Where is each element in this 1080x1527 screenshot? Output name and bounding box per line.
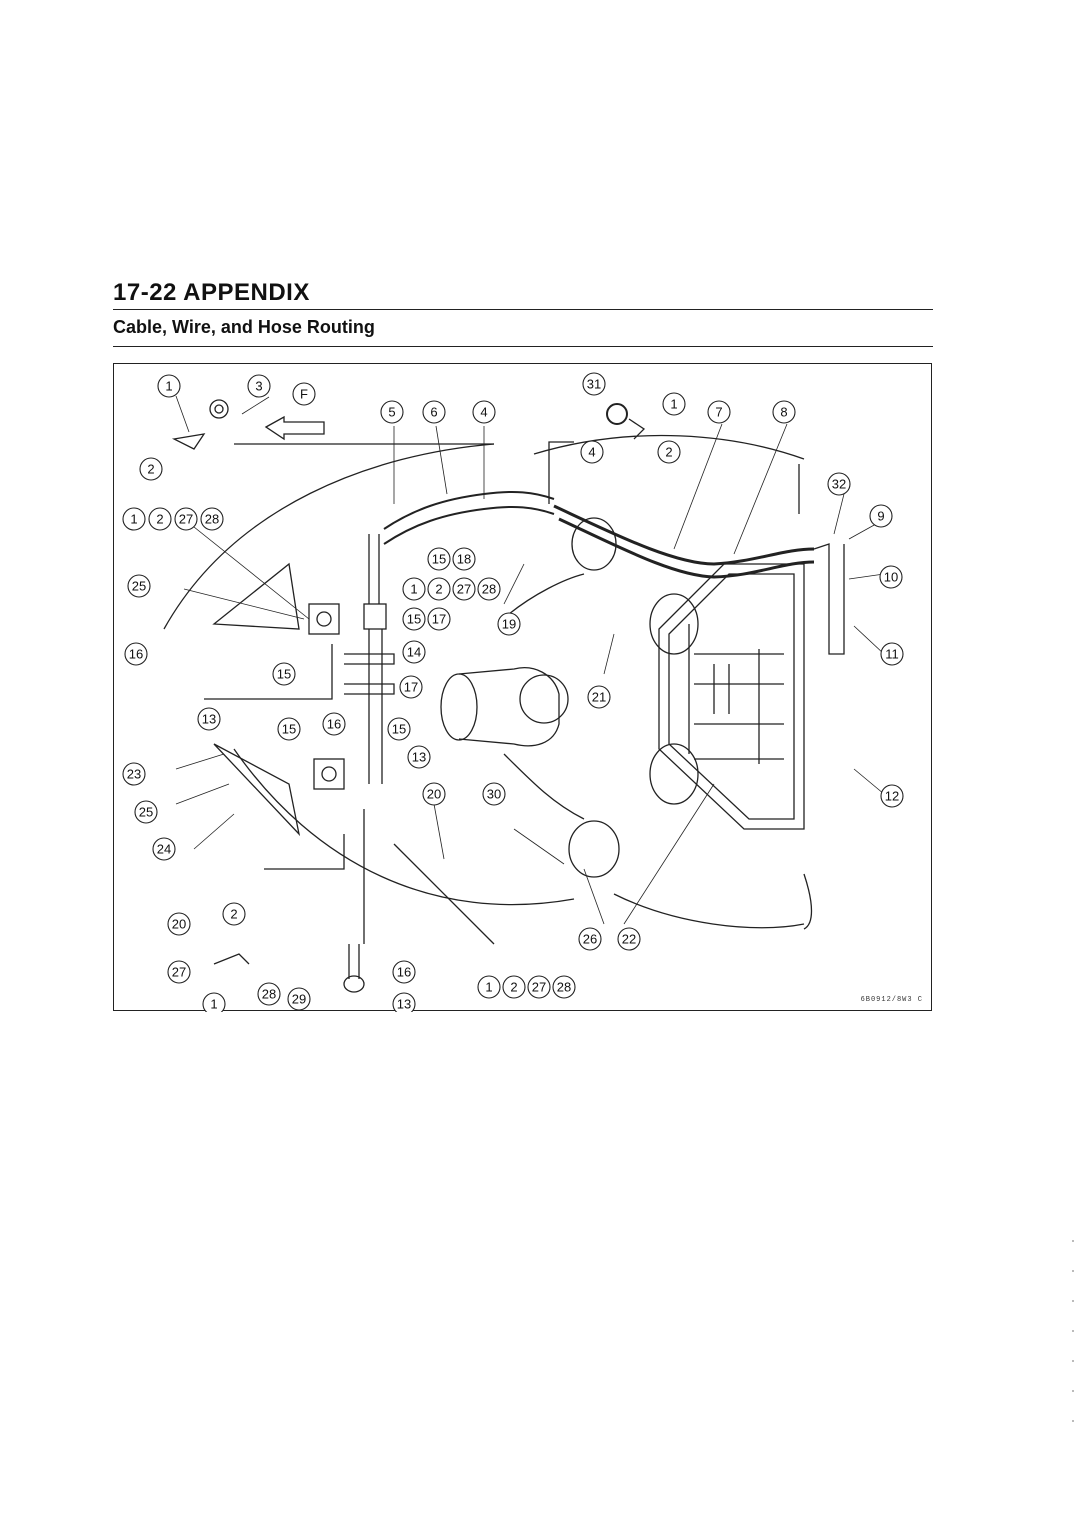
callout-21: 21 <box>592 690 606 705</box>
callout-27b: 27 <box>172 965 186 980</box>
callout-31: 31 <box>587 377 601 392</box>
callout-18: 18 <box>457 552 471 567</box>
callout-28: 28 <box>205 512 219 527</box>
callout-12: 12 <box>885 789 899 804</box>
callout-11: 11 <box>885 647 899 662</box>
callout-16c: 16 <box>397 965 411 980</box>
callout-28b: 28 <box>262 987 276 1002</box>
callout-1d: 1 <box>210 997 217 1012</box>
callout-2d: 2 <box>230 907 237 922</box>
callout-20b: 20 <box>172 917 186 932</box>
callout-29: 29 <box>292 992 306 1007</box>
callout-15d: 15 <box>432 552 446 567</box>
page-title: 17-22 APPENDIX <box>113 280 933 310</box>
callout-22: 22 <box>622 932 636 947</box>
callout-25b: 25 <box>139 805 153 820</box>
callout-2b: 2 <box>665 445 672 460</box>
callout-27c: 27 <box>532 980 546 995</box>
callout-14: 14 <box>407 645 421 660</box>
callout-23: 23 <box>127 767 141 782</box>
routing-diagram: 1 3 F 31 1 5 6 4 7 8 2 2 4 32 9 10 11 12… <box>113 363 932 1012</box>
callout-7: 7 <box>715 405 722 420</box>
section-title: Cable, Wire, and Hose Routing <box>113 316 933 347</box>
callout-1f: 1 <box>410 582 417 597</box>
margin-marks <box>1070 1240 1076 1460</box>
callout-4: 4 <box>480 405 487 420</box>
callout-6: 6 <box>430 405 437 420</box>
callout-13b: 13 <box>412 750 426 765</box>
callout-5: 5 <box>388 405 395 420</box>
callout-25: 25 <box>132 579 146 594</box>
callout-30: 30 <box>487 787 501 802</box>
callout-15: 15 <box>277 667 291 682</box>
callout-28c: 28 <box>557 980 571 995</box>
callout-15c: 15 <box>392 722 406 737</box>
callout-numbers: 1 3 F 31 1 5 6 4 7 8 2 2 4 32 9 10 11 12… <box>127 377 899 1012</box>
callout-15b: 15 <box>282 722 296 737</box>
figure-code: 6B0912/8W3 C <box>860 996 923 1004</box>
callout-17: 17 <box>404 680 418 695</box>
callout-28d: 28 <box>482 582 496 597</box>
callout-4b: 4 <box>588 445 595 460</box>
callout-1e: 1 <box>485 980 492 995</box>
callout-2c: 2 <box>156 512 163 527</box>
callout-26: 26 <box>583 932 597 947</box>
callout-1c: 1 <box>130 512 137 527</box>
callout-10: 10 <box>884 570 898 585</box>
front-label: F <box>300 387 308 402</box>
callout-13c: 13 <box>397 997 411 1012</box>
callout-1b: 1 <box>670 397 677 412</box>
callout-1: 1 <box>165 379 172 394</box>
callout-9: 9 <box>877 509 884 524</box>
callout-3: 3 <box>255 379 262 394</box>
page-header: 17-22 APPENDIX Cable, Wire, and Hose Rou… <box>113 280 933 347</box>
callout-19: 19 <box>502 617 516 632</box>
callout-8: 8 <box>780 405 787 420</box>
callout-2f: 2 <box>435 582 442 597</box>
callout-27d: 27 <box>457 582 471 597</box>
callout-17b: 17 <box>432 612 446 627</box>
callout-16: 16 <box>129 647 143 662</box>
callout-24: 24 <box>157 842 171 857</box>
routing-diagram-drawing: 1 3 F 31 1 5 6 4 7 8 2 2 4 32 9 10 11 12… <box>122 372 904 1012</box>
callout-20: 20 <box>427 787 441 802</box>
callout-32: 32 <box>832 477 846 492</box>
callout-27: 27 <box>179 512 193 527</box>
callout-13: 13 <box>202 712 216 727</box>
callout-16b: 16 <box>327 717 341 732</box>
callout-2e: 2 <box>510 980 517 995</box>
callout-15e: 15 <box>407 612 421 627</box>
callout-2: 2 <box>147 462 154 477</box>
